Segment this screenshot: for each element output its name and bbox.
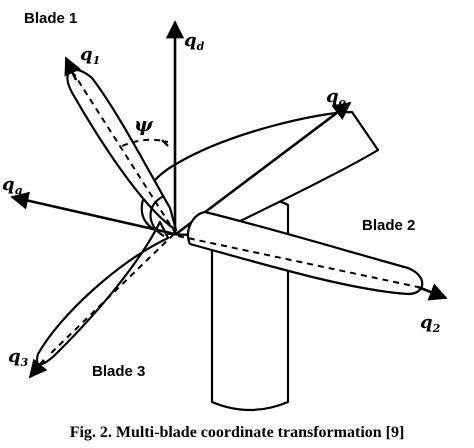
angle-tick [161, 139, 169, 147]
qq-label: qq [2, 174, 23, 197]
qd-label: qd [184, 30, 205, 53]
q3-axis [28, 358, 48, 379]
psi-label: ψ [134, 112, 154, 136]
blade-1 [66, 68, 178, 235]
blade-3-axis [47, 233, 175, 357]
figure-caption: Fig. 2. Multi-blade coordinate transform… [69, 424, 405, 441]
q1-axis [64, 56, 82, 81]
coordinate-diagram: Blade 1 Blade 2 Blade 3 q1 qd qo qq q2 q… [2, 10, 448, 412]
q2-label: q2 [420, 312, 441, 335]
blade-1-axis [73, 73, 177, 235]
q1-label: q1 [80, 44, 100, 67]
blade-3-label: Blade 3 [92, 363, 145, 380]
q0-label: qo [326, 86, 346, 109]
qq-axis [10, 191, 176, 236]
blade-2 [177, 210, 424, 296]
blade-3 [35, 220, 175, 366]
angle-arc [121, 138, 169, 147]
q3-label: q3 [8, 346, 29, 369]
hub [149, 194, 165, 237]
q2-axis [417, 283, 448, 301]
blade-2-label: Blade 2 [362, 217, 415, 234]
blade-2-axis [177, 235, 419, 288]
blade-1-label: Blade 1 [24, 10, 77, 27]
